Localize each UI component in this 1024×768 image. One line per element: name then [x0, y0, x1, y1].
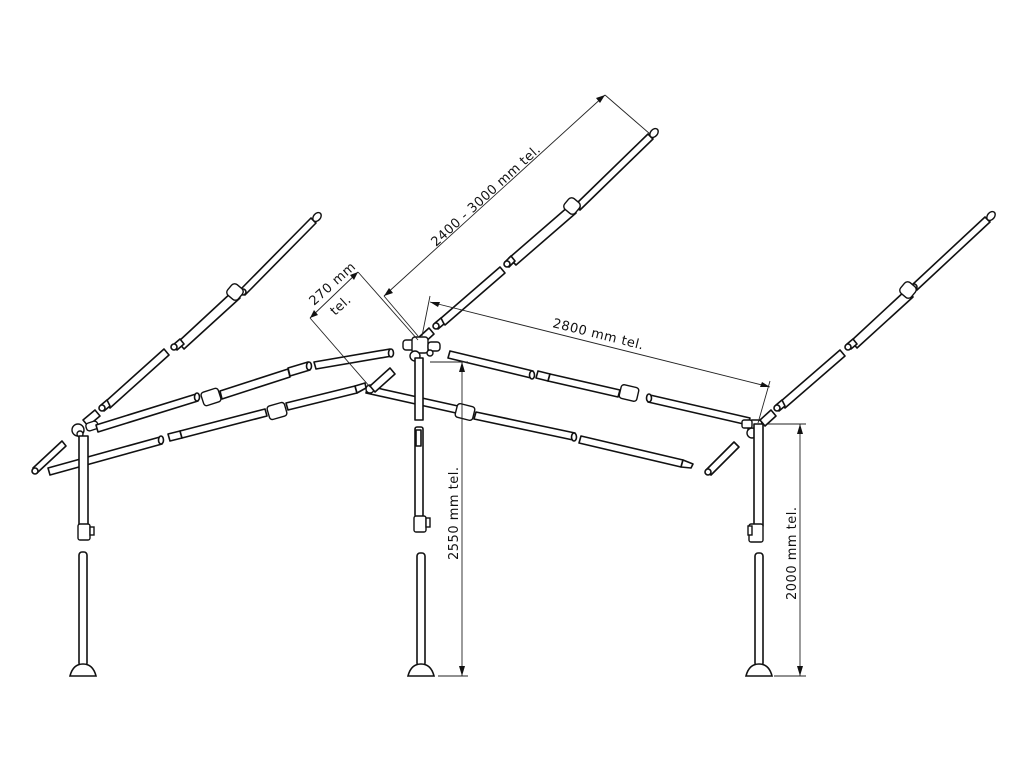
center-left-stub: [369, 367, 396, 393]
left-end-stub: [31, 440, 67, 475]
center-pole: [406, 357, 436, 677]
dimension-label-crossbar: 2800 mm tel.: [551, 316, 645, 353]
center-ridge-joint: [402, 336, 441, 362]
dimension-side-height: 2000 mm tel.: [768, 423, 806, 677]
lower-right-crossbar: [365, 384, 694, 469]
right-rafter: [759, 210, 996, 427]
dimension-label-270-tel: tel.: [328, 293, 355, 319]
lower-left-crossbar: [47, 382, 367, 476]
left-pole: [68, 435, 98, 677]
upper-left-crossbar: [95, 348, 395, 433]
dimension-center-height: 2550 mm tel.: [430, 361, 468, 677]
dimension-label-rafter: 2400 - 3000 mm tel.: [429, 142, 545, 250]
center-rafter: [417, 127, 659, 345]
dimension-label-center-height: 2550 mm tel.: [447, 466, 462, 560]
dimension-rafter-length: 2400 - 3000 mm tel.: [383, 94, 651, 337]
upper-right-crossbar: [447, 350, 751, 426]
dimension-label-side-height: 2000 mm tel.: [785, 506, 800, 600]
left-rafter: [82, 211, 322, 427]
right-end-stub: [704, 441, 740, 476]
right-pole: [744, 423, 774, 677]
left-corner-joint: [71, 420, 99, 438]
